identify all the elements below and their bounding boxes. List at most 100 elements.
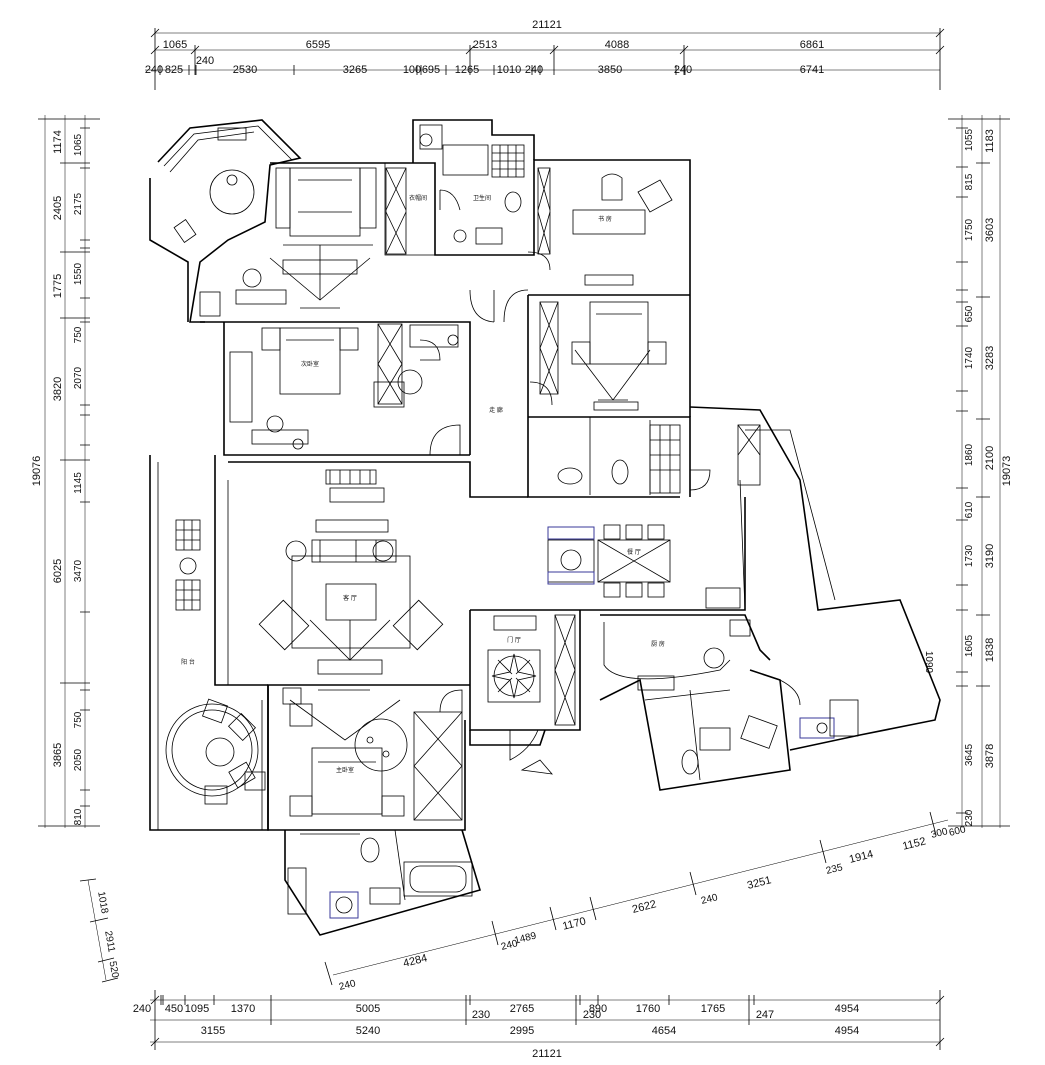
bottom-dim: 1765: [701, 1003, 725, 1015]
diag-left-dim: 2911: [102, 930, 117, 954]
room-label-balcony: 阳 台: [181, 658, 195, 666]
left-dim: 6025: [52, 559, 64, 583]
diag-dim: 4284: [402, 952, 429, 970]
right-dimensions: 19073 1183 3603 3283 2100 3190 1838 3878…: [923, 115, 1013, 828]
diag-dim: 3251: [746, 874, 773, 892]
bottom-dim: 5240: [356, 1025, 380, 1037]
furniture: [165, 124, 859, 919]
top-total-dim: 21121: [532, 19, 562, 31]
bottom-dimensions: 240 450 1095 1370 5005 230 2765 890 1760…: [133, 990, 945, 1060]
right-dim: 1838: [984, 638, 996, 662]
room-label-second-bedroom: 次卧室: [301, 360, 319, 368]
right-dim: 1055: [964, 128, 975, 151]
left-dim: 2405: [52, 196, 64, 220]
diag-dim: 240: [700, 892, 719, 907]
diag-dim: 600: [948, 824, 967, 839]
top-dim: 2530: [233, 64, 257, 76]
left-dim: 1065: [73, 133, 84, 156]
top-dim: 240: [145, 64, 163, 76]
left-dim: 3470: [73, 559, 84, 582]
right-dim: 3645: [964, 743, 975, 766]
room-label-foyer: 门 厅: [507, 636, 521, 644]
right-dim: 1860: [964, 443, 975, 466]
top-dim: 240: [196, 55, 214, 67]
right-dim: 610: [964, 501, 975, 518]
bottom-dim: 5005: [356, 1003, 380, 1015]
top-dimensions: 21121 1065 6595 2513 4088 6861 240 825 2…: [145, 19, 945, 90]
room-label-corridor: 走 廊: [489, 406, 503, 414]
top-dim: 3850: [598, 64, 622, 76]
top-dim: 1065: [163, 39, 187, 51]
right-dim: 3878: [984, 744, 996, 768]
bottom-dim: 240: [133, 1003, 151, 1015]
left-dim: 3865: [52, 743, 64, 767]
diag-left-dim: 520: [107, 960, 121, 979]
top-dim: 3265: [343, 64, 367, 76]
bottom-dim: 2995: [510, 1025, 534, 1037]
bottom-dim: 2765: [510, 1003, 534, 1015]
right-dim: 1750: [964, 218, 975, 241]
top-dim: 1265: [455, 64, 479, 76]
left-dim: 750: [73, 711, 84, 728]
top-dim: 240: [525, 64, 543, 76]
diag-dim: 2622: [631, 898, 658, 916]
top-dim: 6861: [800, 39, 824, 51]
right-dim: 3190: [984, 544, 996, 568]
right-dim: 815: [964, 173, 975, 190]
top-dim: 6595: [306, 39, 330, 51]
room-label-bathroom: 卫生间: [473, 194, 491, 202]
right-dim: 1730: [964, 544, 975, 567]
right-dim: 3603: [984, 218, 996, 242]
bottom-dim: 247: [756, 1009, 774, 1021]
left-dim: 3820: [52, 377, 64, 401]
right-dim: 2100: [984, 446, 996, 470]
left-dim: 2175: [73, 192, 84, 215]
left-dim: 1174: [52, 130, 64, 154]
right-total-dim: 19073: [1001, 456, 1013, 487]
room-label-closet: 衣帽间: [409, 194, 427, 202]
left-total-dim: 19076: [31, 456, 43, 487]
diagonal-dimensions: 240 4284 240 1489 1170 2622 240 3251 235…: [79, 811, 967, 993]
right-dim: 650: [964, 305, 975, 322]
diag-dim: 1170: [561, 915, 587, 932]
room-label-kitchen: 厨 房: [651, 640, 665, 648]
right-dim: 1740: [964, 346, 975, 369]
bottom-dim: 450: [165, 1003, 183, 1015]
right-dim: 1183: [984, 129, 996, 153]
diag-dim: 1489: [513, 930, 538, 946]
right-dim: 230: [964, 809, 975, 826]
diag-dim: 1152: [901, 835, 927, 852]
bottom-dim: 4954: [835, 1025, 859, 1037]
bottom-dim: 3155: [201, 1025, 225, 1037]
top-dim: 825: [165, 64, 183, 76]
room-labels: 走 廊 客 厅 餐 厅 书 房 卫生间 衣帽间 主卧室 次卧室 厨 房 门 厅 …: [181, 194, 665, 774]
right-dim: 3283: [984, 346, 996, 370]
room-label-master-bedroom: 主卧室: [336, 766, 354, 774]
right-small-dim: 1090: [923, 651, 934, 674]
top-dim: 100: [403, 64, 421, 76]
left-dim: 750: [73, 326, 84, 343]
top-dim: 695: [422, 64, 440, 76]
room-label-living: 客 厅: [343, 594, 357, 602]
diag-dim: 240: [338, 978, 357, 993]
left-dimensions: 19076 1174 2405 1775 3820 6025 3865 1065…: [31, 115, 100, 828]
left-dim: 810: [73, 808, 84, 825]
walls: [149, 119, 941, 936]
bottom-total-dim: 21121: [532, 1048, 562, 1060]
left-dim: 1145: [73, 472, 84, 494]
top-dim: 1010: [497, 64, 521, 76]
diag-dim: 235: [825, 862, 844, 877]
left-dim: 1775: [52, 274, 64, 298]
bottom-dim: 4954: [835, 1003, 859, 1015]
top-dim: 240: [674, 64, 692, 76]
top-dim: 2513: [473, 39, 497, 51]
diag-dim: 300: [930, 826, 949, 841]
bottom-dim: 890: [589, 1003, 607, 1015]
left-dim: 2050: [73, 748, 84, 771]
diag-dim: 240: [500, 938, 519, 953]
diag-dim: 1914: [848, 848, 875, 866]
top-dim: 4088: [605, 39, 629, 51]
bottom-dim: 230: [583, 1009, 601, 1021]
room-label-dining: 餐 厅: [627, 548, 641, 556]
